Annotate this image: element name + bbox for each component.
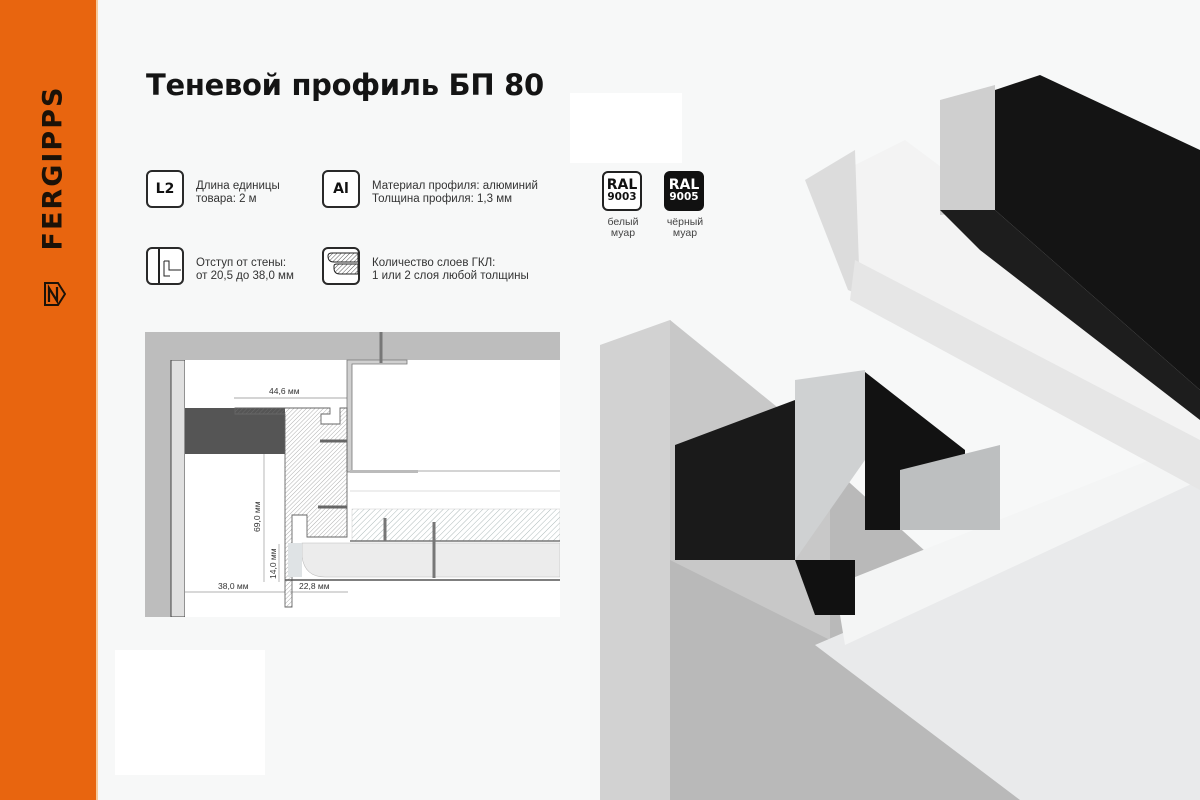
color-option-white: RAL 9003 белый муар	[602, 171, 644, 239]
spec-material-line-2: Толщина профиля: 1,3 мм	[372, 193, 513, 205]
ral-9005-caption-2: муар	[672, 227, 698, 239]
brand-wordmark: FERGIPPS	[37, 85, 69, 251]
color-option-black: RAL 9005 чёрный муар	[664, 171, 706, 239]
spec-layers: Количество слоев ГКЛ: 1 или 2 слоя любой…	[322, 247, 529, 285]
dim-height-bottom: 14,0 мм	[268, 548, 278, 579]
length-l2-icon: L2	[146, 170, 184, 208]
drywall-layers-glyph	[327, 252, 358, 275]
dim-width-bottom: 22,8 мм	[299, 581, 330, 591]
dim-offset-wall: 38,0 мм	[218, 581, 249, 591]
aluminium-al-icon: Al	[322, 170, 360, 208]
blank-area	[570, 93, 682, 163]
ral-9003-swatch: RAL 9003	[602, 171, 642, 211]
ral-9005-caption-1: чёрный	[666, 216, 704, 228]
spec-length-line-2: товара: 2 м	[196, 193, 257, 205]
spec-layers-line-2: 1 или 2 слоя любой толщины	[372, 270, 529, 282]
dim-height-total: 69,0 мм	[252, 501, 262, 532]
spec-wall-offset: Отступ от стены: от 20,5 до 38,0 мм	[146, 247, 294, 285]
spec-layers-line-1: Количество слоев ГКЛ:	[372, 257, 496, 269]
brand-logo: FERGIPPS	[36, 58, 70, 278]
spec-offset-line-1: Отступ от стены:	[196, 257, 287, 269]
dim-width-top: 44,6 мм	[269, 386, 300, 396]
fergipps-n-mark-icon	[44, 282, 66, 306]
page-title: Теневой профиль БП 80	[146, 68, 544, 102]
spec-offset-line-2: от 20,5 до 38,0 мм	[196, 270, 294, 282]
drywall-layers-icon	[322, 247, 360, 285]
spec-length-line-1: Длина единицы	[196, 180, 280, 192]
brand-sidebar: FERGIPPS	[0, 0, 98, 800]
blank-area	[115, 650, 265, 775]
wall-offset-glyph	[158, 249, 181, 283]
ral-9005-swatch: RAL 9005	[664, 171, 704, 211]
spec-material: Al Материал профиля: алюминий Толщина пр…	[322, 170, 538, 208]
spec-material-line-1: Материал профиля: алюминий	[372, 180, 538, 192]
ral-9003-caption-1: белый	[607, 216, 639, 228]
spec-length: L2 Длина единицы товара: 2 м	[146, 170, 280, 208]
wall-offset-icon	[146, 247, 184, 285]
installation-section-diagram: 44,6 мм 69,0 мм 14,0 мм 38,0 мм 22,8 мм	[145, 332, 560, 617]
ral-9003-caption-2: муар	[610, 227, 636, 239]
product-render-photo	[600, 75, 1200, 800]
